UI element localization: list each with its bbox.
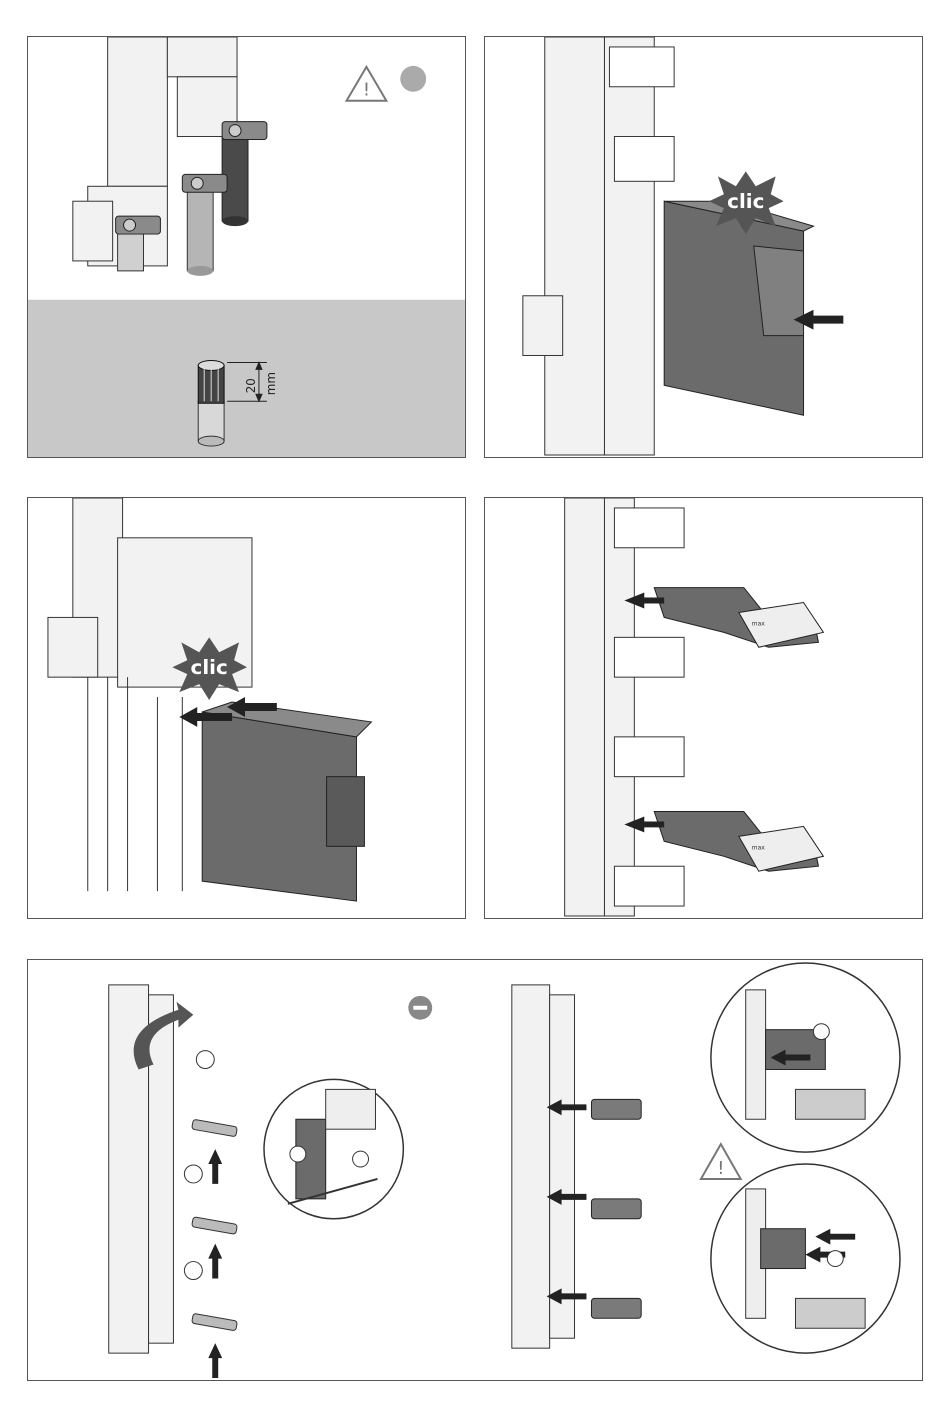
clamp-bottom (116, 216, 161, 234)
step-circle-icon (813, 1024, 829, 1040)
panel-cable-connection: ! 20 mm (27, 36, 466, 458)
panel-base-clic: clic (27, 497, 466, 919)
step-circle-icon (827, 1251, 843, 1267)
dimension-unit: mm (264, 372, 278, 395)
clamp-middle (182, 174, 227, 192)
warning-triangle-icon: ! (701, 1144, 741, 1179)
panel-label-tags: max max (484, 497, 923, 919)
panel-removal-steps: ! (27, 959, 923, 1381)
label-tags-illustration: max max (485, 498, 922, 918)
clic-label: clic (727, 190, 764, 213)
svg-text:!: ! (717, 1158, 724, 1179)
label-tag-bottom-text: max (752, 844, 765, 851)
fuse-rail-body (565, 498, 635, 916)
click-burst-icon: clic (172, 637, 247, 700)
step-circle-icon (400, 66, 426, 92)
stripped-cable-detail (198, 360, 224, 446)
warning-triangle-icon: ! (347, 67, 387, 101)
svg-text:!: ! (363, 80, 370, 101)
step-circle-icon (184, 1262, 202, 1280)
contact-clip (591, 1099, 641, 1318)
cover-part (202, 702, 371, 901)
cover-part (664, 201, 813, 415)
zoom-detail-bottom-right (711, 1164, 900, 1353)
zoom-detail-top-right (711, 963, 900, 1152)
fuse-rail-body (523, 37, 654, 455)
clic-label: clic (191, 656, 228, 679)
dimension-value: 20 (244, 378, 258, 393)
step-circle-icon (290, 1146, 306, 1162)
removal-steps-illustration: ! (28, 960, 922, 1380)
step-circle-icon (184, 1165, 202, 1183)
push-arrow-icon (208, 1149, 222, 1378)
cable-connection-illustration: ! 20 mm (28, 37, 465, 457)
zoom-detail-left (264, 1079, 403, 1218)
step-circle-icon (353, 1151, 369, 1167)
label-tag-bottom: max (654, 812, 823, 872)
cover-clic-illustration: clic (485, 37, 922, 457)
clamp-top (222, 122, 267, 140)
cable-light-middle (187, 186, 213, 276)
base-clic-illustration: clic (28, 498, 465, 918)
step-circle-icon (196, 1051, 214, 1069)
label-tag-top-text: max (752, 620, 765, 627)
panel-cover-clic: clic (484, 36, 923, 458)
minus-circle-icon-bar (413, 1006, 427, 1010)
cable-light-left (118, 231, 144, 271)
